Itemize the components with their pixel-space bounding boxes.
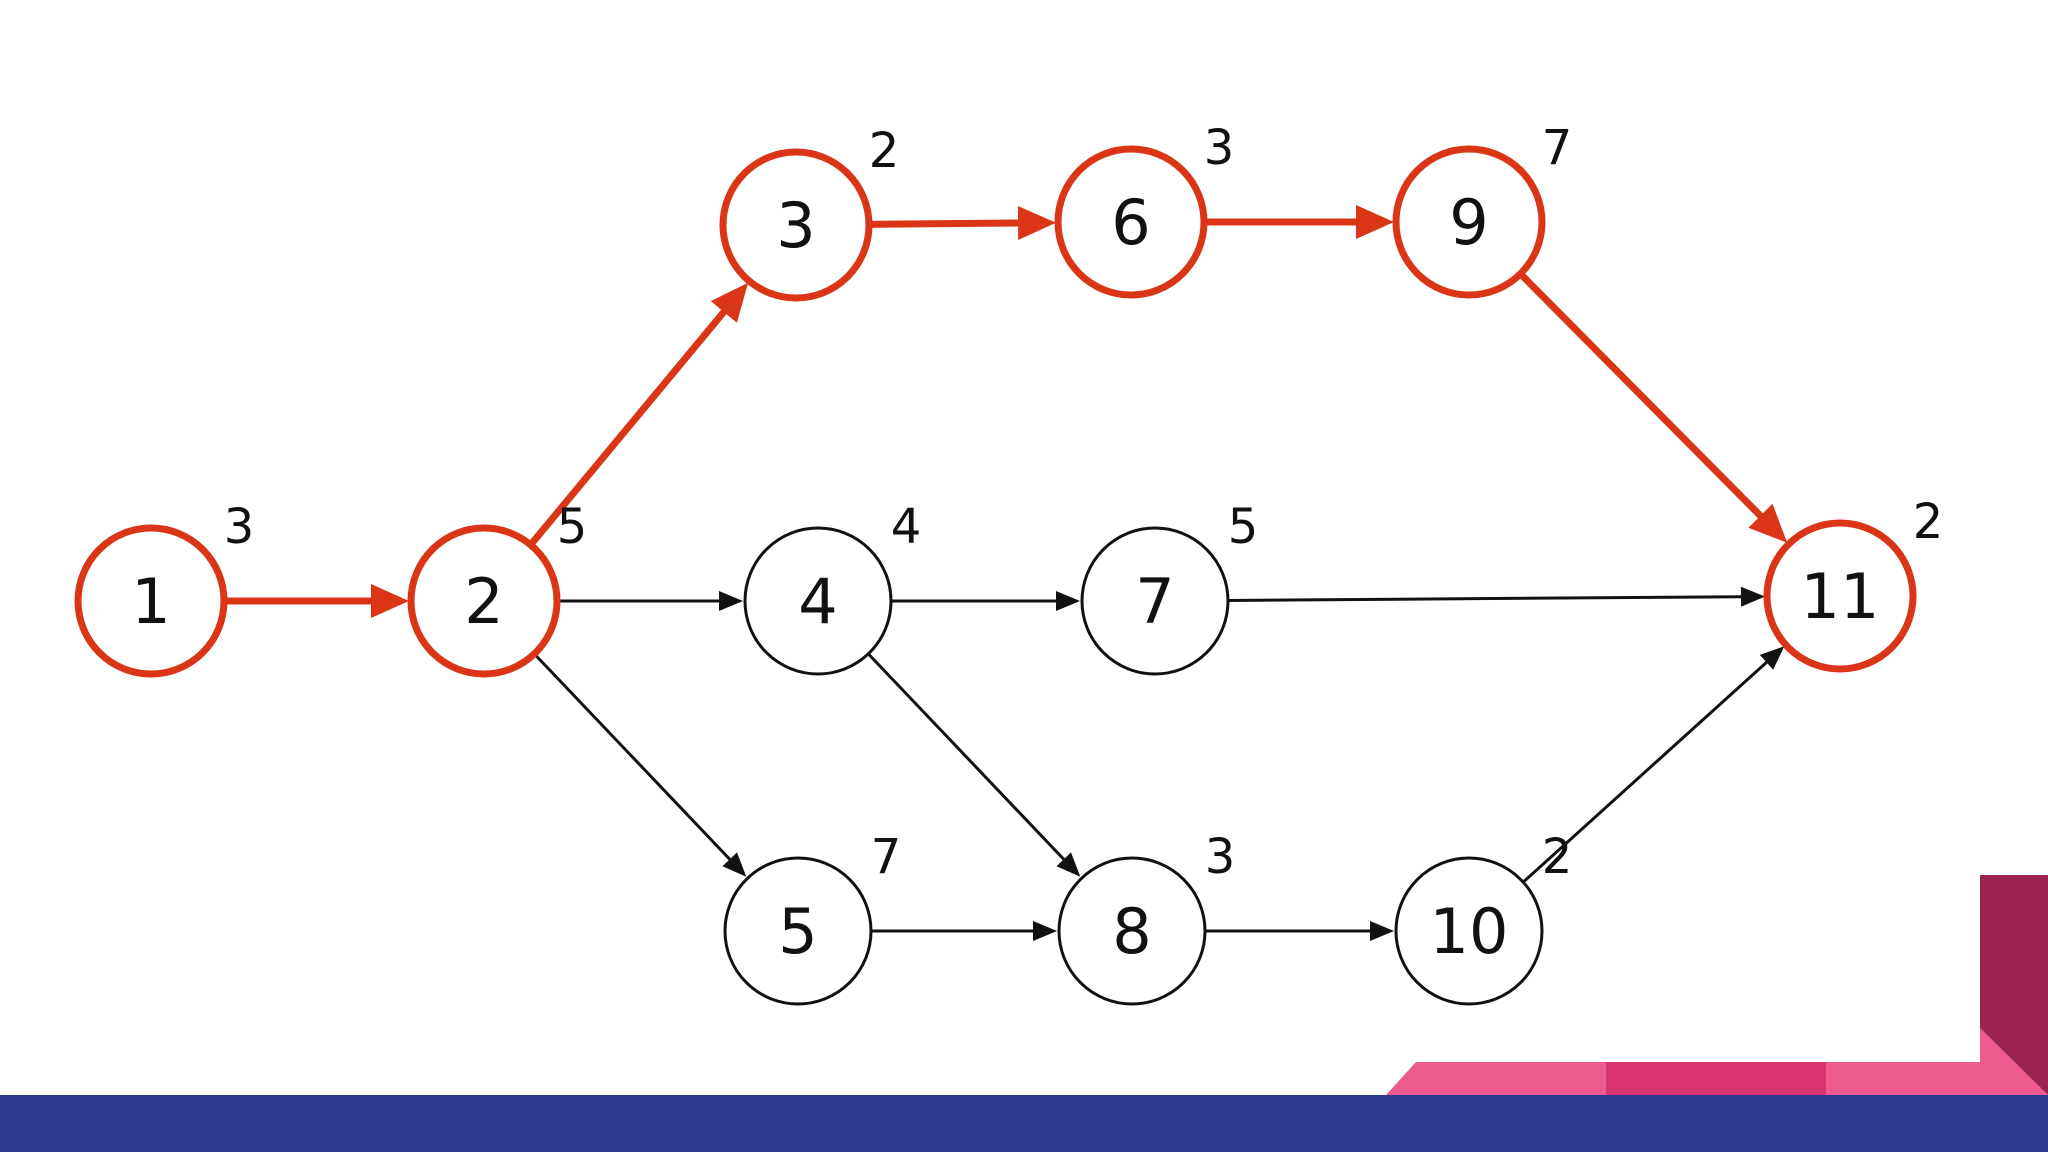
- node-duration: 3: [224, 499, 255, 555]
- edge-1-2: [224, 584, 409, 618]
- arrowhead: [710, 282, 749, 323]
- node-circle: [407, 524, 561, 678]
- edge-line: [1227, 595, 1744, 602]
- node-duration: 3: [1205, 829, 1236, 885]
- arrowhead: [371, 584, 409, 618]
- node-circle: [1392, 145, 1546, 299]
- arrowhead: [1017, 206, 1056, 240]
- edge-10-11: [1522, 646, 1785, 884]
- arrowhead: [1759, 646, 1785, 670]
- node-duration: 2: [1542, 829, 1573, 885]
- edges-layer: [224, 205, 1788, 941]
- node-circle: [743, 526, 893, 676]
- edge-line: [527, 308, 728, 548]
- edge-3-6: [868, 206, 1056, 240]
- node-4: 44: [743, 499, 922, 676]
- edge-4-8: [867, 652, 1081, 877]
- node-3: 32: [719, 123, 900, 302]
- node-circle: [723, 856, 873, 1006]
- arrowhead: [1356, 205, 1394, 239]
- node-duration: 2: [1913, 494, 1944, 550]
- node-label: 4: [798, 565, 837, 638]
- node-label: 1: [131, 565, 170, 638]
- node-8: 83: [1057, 829, 1236, 1006]
- node-label: 6: [1111, 186, 1150, 259]
- node-11: 11 2: [1763, 494, 1944, 673]
- node-label: 2: [464, 565, 503, 638]
- edge-line: [868, 219, 1021, 228]
- node-circle: [1080, 526, 1230, 676]
- edge-line: [1522, 659, 1770, 884]
- arrowhead: [1033, 921, 1057, 941]
- node-duration: 3: [1204, 120, 1235, 176]
- arrowhead: [1748, 503, 1788, 543]
- node-duration: 4: [891, 499, 922, 555]
- edge-7-11: [1227, 586, 1765, 607]
- node-10: 10 2: [1394, 829, 1573, 1006]
- edge-line: [867, 652, 1067, 862]
- node-5: 57: [723, 829, 902, 1006]
- edge-5-8: [871, 921, 1057, 941]
- node-circle: [719, 148, 873, 302]
- accent-band-pink-right: [1826, 1028, 2048, 1095]
- edge-line: [533, 652, 733, 862]
- edge-8-10: [1205, 921, 1394, 941]
- arrowhead: [722, 852, 747, 877]
- node-1: 13: [74, 499, 255, 678]
- node-duration: 7: [1542, 120, 1573, 176]
- arrowhead: [1740, 586, 1765, 607]
- slide-decoration: [0, 875, 2048, 1152]
- arrowhead: [1056, 852, 1081, 877]
- node-9: 97: [1392, 120, 1573, 299]
- footer-bar: [0, 1095, 2048, 1152]
- arrowhead: [719, 591, 743, 611]
- node-duration: 5: [557, 499, 588, 555]
- node-label: 8: [1112, 895, 1151, 968]
- accent-band-deep-pink: [1606, 1062, 1826, 1095]
- node-label: 11: [1801, 560, 1880, 633]
- arrowhead: [1056, 591, 1080, 611]
- node-circle: [1057, 856, 1207, 1006]
- edge-9-11: [1517, 271, 1788, 543]
- node-duration: 5: [1228, 499, 1259, 555]
- node-label: 5: [778, 895, 817, 968]
- node-circle: [1763, 519, 1917, 673]
- node-label: 7: [1135, 565, 1174, 638]
- edge-6-9: [1204, 205, 1394, 239]
- node-circle: [1054, 145, 1208, 299]
- arrowhead: [1370, 921, 1394, 941]
- node-label: 3: [776, 189, 815, 262]
- node-6: 63: [1054, 120, 1235, 299]
- edge-4-7: [891, 591, 1080, 611]
- node-duration: 7: [871, 829, 902, 885]
- node-circle: [74, 524, 228, 678]
- edge-2-5: [533, 652, 747, 877]
- edge-line: [1517, 271, 1765, 520]
- node-7: 75: [1080, 499, 1259, 676]
- node-2: 25: [407, 499, 588, 678]
- node-duration: 2: [869, 123, 900, 179]
- accent-corner-maroon: [1980, 875, 2048, 1095]
- node-label: 10: [1430, 895, 1509, 968]
- node-label: 9: [1449, 186, 1488, 259]
- node-circle: [1394, 856, 1544, 1006]
- edge-2-4: [557, 591, 743, 611]
- accent-band-pink-left: [1386, 1062, 1606, 1095]
- edge-2-3: [527, 282, 749, 548]
